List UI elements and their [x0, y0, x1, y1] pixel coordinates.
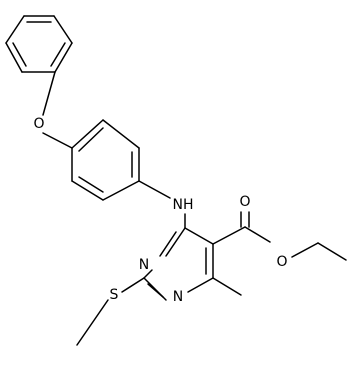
bond [54, 42, 73, 73]
bond [187, 277, 214, 293]
bond-ring-methyl [212, 277, 242, 296]
bond [71, 180, 104, 201]
bond [5, 42, 23, 73]
bond [71, 119, 104, 149]
bond-double-inner [50, 42, 66, 67]
bond-ring-sulfur [121, 277, 145, 293]
atom-label-amine: NH [173, 197, 194, 213]
bond [184, 227, 214, 245]
atom-label-carbonyl-oxygen: O [239, 194, 250, 210]
bond-double-inner [147, 283, 164, 298]
bond-oxygen-phenylene [42, 132, 73, 149]
bond-phenyl-oxygen [42, 71, 56, 116]
bond [53, 15, 73, 44]
atom-label-sulfur: S [110, 287, 119, 303]
bond [143, 269, 153, 279]
atom-label-alkoxy-oxygen: O [276, 254, 287, 270]
phenyl-ring-top [5, 15, 73, 73]
bond-phenylene-amine [138, 180, 171, 199]
bond-double-inner [78, 127, 104, 152]
phenylene-ring [71, 119, 140, 201]
bond [102, 180, 140, 201]
atom-label-ring-nitrogen-upper: N [139, 257, 149, 273]
bond-sulfur-methyl [76, 299, 109, 346]
bond-double-inner [159, 231, 177, 257]
atom-label-ether-oxygen: O [33, 116, 44, 132]
bond-ethyl [317, 242, 347, 261]
bond-carbonyl-alkoxy [244, 226, 271, 243]
bond [5, 15, 25, 44]
bond-alkoxy-ethyl [291, 242, 319, 258]
atom-label-ring-nitrogen-lower: N [173, 289, 183, 305]
bond [165, 227, 186, 257]
pyrimidine-ring [143, 227, 214, 301]
bond-double-inner [12, 42, 27, 67]
bond [102, 119, 140, 149]
bond-ring-carbonyl [212, 226, 246, 245]
bond-double-inner [78, 176, 104, 193]
